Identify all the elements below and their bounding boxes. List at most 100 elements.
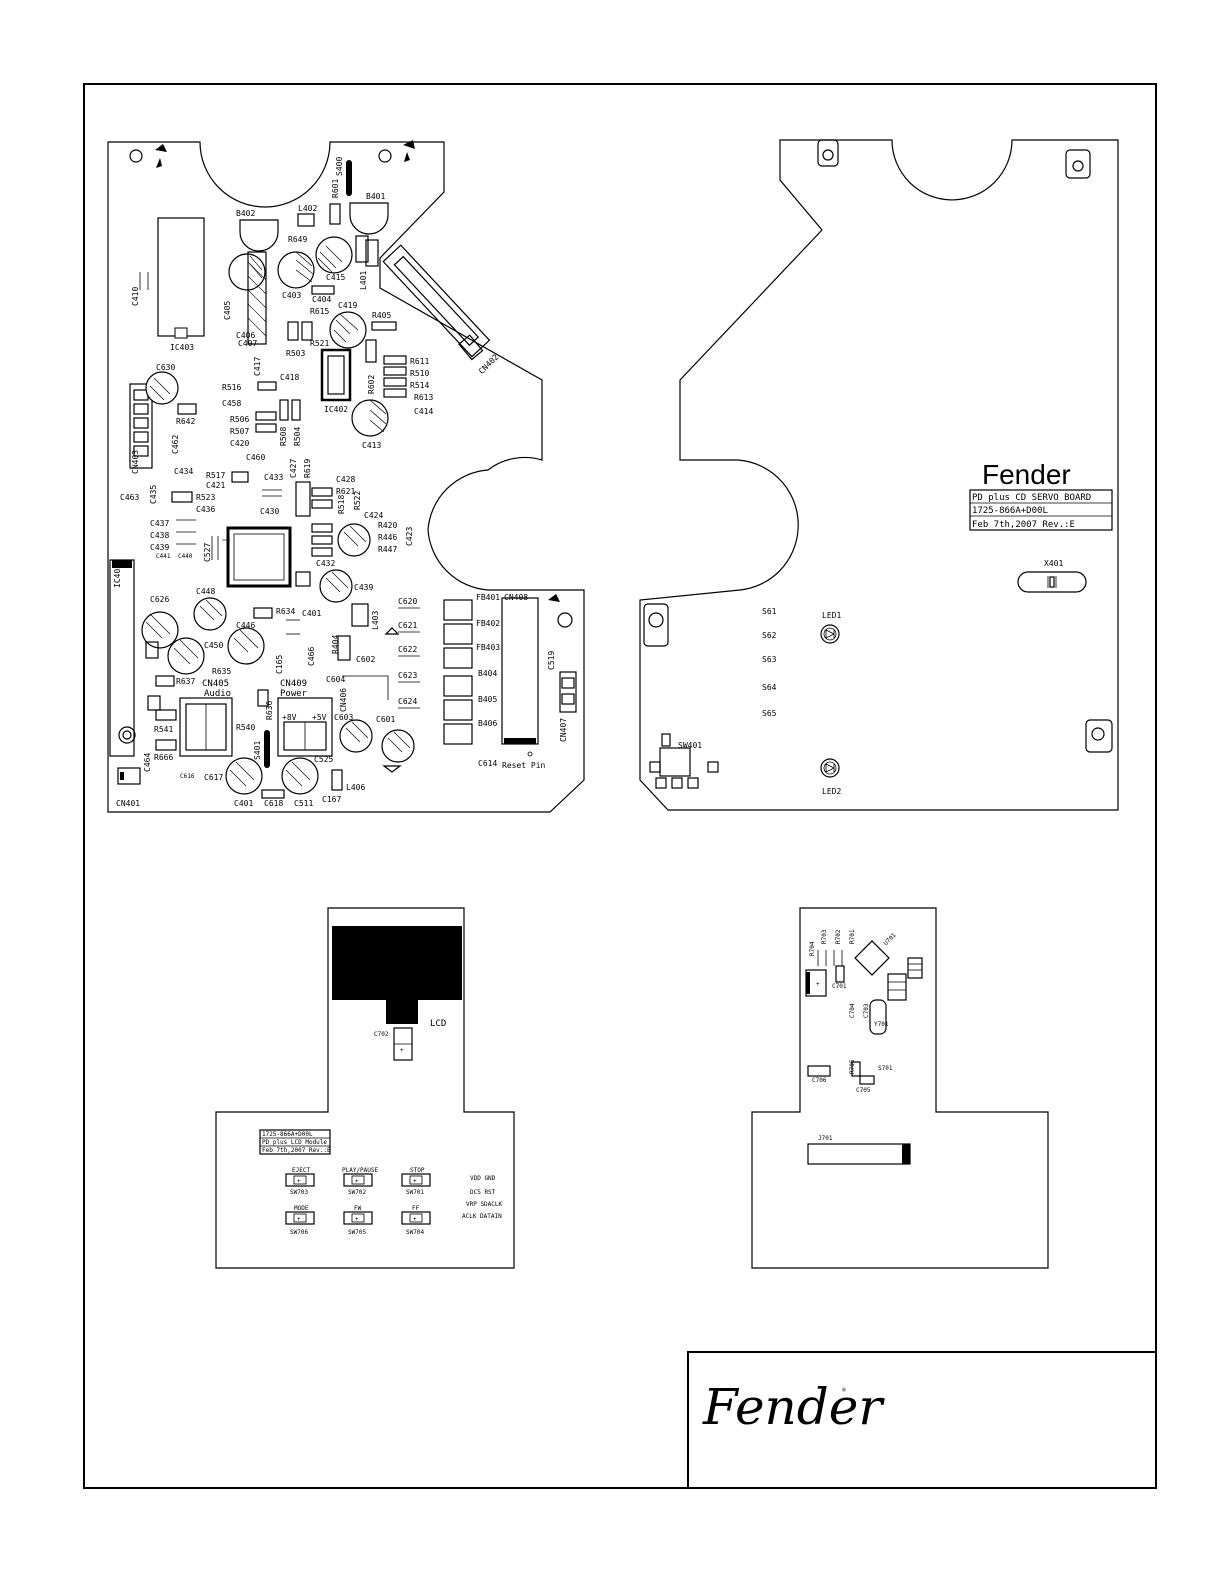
svg-text:S701: S701 <box>878 1065 893 1072</box>
svg-text:C428: C428 <box>336 475 355 484</box>
svg-text:1725-866A+D00L: 1725-866A+D00L <box>972 506 1048 516</box>
svg-text:C460: C460 <box>246 453 265 462</box>
svg-text:R503: R503 <box>286 349 305 358</box>
svg-text:R446: R446 <box>378 533 397 542</box>
svg-text:R649: R649 <box>288 235 307 244</box>
svg-text:S400: S400 <box>335 157 344 176</box>
lcd-board: LCD C702 + 1725-866A+D00L PD plus LCD Mo… <box>215 907 515 1269</box>
svg-text:C438: C438 <box>150 531 169 540</box>
svg-text:C401: C401 <box>234 799 253 808</box>
svg-text:C623: C623 <box>398 671 417 680</box>
svg-text:C462: C462 <box>171 435 180 454</box>
svg-text:IC405: IC405 <box>113 564 122 588</box>
svg-text:C421: C421 <box>206 481 225 490</box>
svg-text:B406: B406 <box>478 719 497 728</box>
svg-text:C404: C404 <box>312 295 331 304</box>
svg-text:C436: C436 <box>196 505 215 514</box>
svg-text:CN409: CN409 <box>280 679 307 689</box>
svg-text:C413: C413 <box>362 441 381 450</box>
svg-text:R517: R517 <box>206 471 225 480</box>
svg-text:SW702: SW702 <box>348 1189 366 1196</box>
svg-text:SW706: SW706 <box>290 1229 308 1236</box>
svg-text:FB401: FB401 <box>476 593 500 602</box>
svg-text:R637: R637 <box>176 677 195 686</box>
svg-text:1725-866A+D00L: 1725-866A+D00L <box>262 1131 313 1138</box>
svg-text:EJECT: EJECT <box>292 1167 310 1174</box>
svg-text:Audio: Audio <box>204 689 231 699</box>
svg-text:C703: C703 <box>863 1003 870 1018</box>
svg-text:C525: C525 <box>314 755 333 764</box>
svg-text:CN408: CN408 <box>504 593 528 602</box>
svg-text:CN407: CN407 <box>559 718 568 742</box>
svg-text:R613: R613 <box>414 393 433 402</box>
svg-text:+: + <box>816 981 820 988</box>
svg-text:S64: S64 <box>762 683 777 692</box>
svg-text:R521: R521 <box>310 339 329 348</box>
svg-text:R666: R666 <box>154 753 173 762</box>
svg-text:C415: C415 <box>326 273 345 282</box>
svg-text:CN405: CN405 <box>202 679 229 689</box>
control-board: R704 R703 R702 R701 U701 + C701 C704 C70… <box>751 907 1049 1269</box>
board-brand: Fender <box>982 459 1071 490</box>
svg-text:R621: R621 <box>336 487 355 496</box>
svg-text:C401: C401 <box>302 609 321 618</box>
svg-text:C419: C419 <box>338 301 357 310</box>
svg-text:R642: R642 <box>176 417 195 426</box>
svg-text:C433: C433 <box>264 473 283 482</box>
svg-text:Power: Power <box>280 689 308 699</box>
svg-text:+: + <box>297 1178 301 1185</box>
svg-text:R420: R420 <box>378 521 397 530</box>
svg-text:LED1: LED1 <box>822 611 841 620</box>
svg-text:R447: R447 <box>378 545 397 554</box>
svg-text:R704: R704 <box>809 941 816 956</box>
svg-text:C439: C439 <box>354 583 373 592</box>
svg-text:C435: C435 <box>149 485 158 504</box>
svg-text:SW701: SW701 <box>406 1189 424 1196</box>
svg-text:C450: C450 <box>204 641 223 650</box>
svg-text:C407: C407 <box>238 339 257 348</box>
svg-text:S61: S61 <box>762 607 777 616</box>
svg-text:Reset Pin: Reset Pin <box>502 761 546 770</box>
svg-text:CN403: CN403 <box>131 450 140 474</box>
svg-text:PD plus LCD Module: PD plus LCD Module <box>262 1139 327 1146</box>
svg-text:C527: C527 <box>203 543 212 562</box>
svg-text:C706: C706 <box>812 1077 827 1084</box>
svg-text:R601: R601 <box>331 179 340 198</box>
svg-text:C406: C406 <box>236 331 255 340</box>
svg-text:C616: C616 <box>180 773 195 780</box>
svg-text:S63: S63 <box>762 655 777 664</box>
svg-text:R516: R516 <box>222 383 241 392</box>
svg-text:+: + <box>413 1216 417 1223</box>
svg-text:C617: C617 <box>204 773 223 782</box>
svg-text:R541: R541 <box>154 725 173 734</box>
title-block: Fender ® <box>687 1351 1157 1489</box>
board-outline-front <box>107 141 585 813</box>
svg-text:PLAY/PAUSE: PLAY/PAUSE <box>342 1167 379 1174</box>
svg-text:C466: C466 <box>307 647 316 666</box>
svg-text:R703: R703 <box>821 929 828 944</box>
svg-text:+: + <box>297 1216 301 1223</box>
svg-text:C618: C618 <box>264 799 283 808</box>
svg-text:ACLK DATAIN: ACLK DATAIN <box>462 1213 502 1220</box>
svg-text:R510: R510 <box>410 369 429 378</box>
svg-text:R611: R611 <box>410 357 429 366</box>
svg-text:VDD GND: VDD GND <box>470 1175 496 1182</box>
svg-text:R522: R522 <box>353 491 362 510</box>
svg-text:C602: C602 <box>356 655 375 664</box>
svg-text:C432: C432 <box>316 559 335 568</box>
svg-text:U701: U701 <box>882 932 897 947</box>
svg-text:CN401: CN401 <box>116 799 140 808</box>
svg-text:VRP SDACLK: VRP SDACLK <box>466 1201 503 1208</box>
servo-board-back: Fender PD plus CD SERVO BOARD 1725-866A+… <box>639 139 1119 811</box>
svg-text:L406: L406 <box>346 783 365 792</box>
svg-text:C704: C704 <box>849 1003 856 1018</box>
svg-text:C705: C705 <box>856 1087 871 1094</box>
svg-text:C458: C458 <box>222 399 241 408</box>
svg-text:B405: B405 <box>478 695 497 704</box>
svg-text:PD plus CD SERVO BOARD: PD plus CD SERVO BOARD <box>972 493 1091 503</box>
svg-text:Feb 7th,2007 Rev.:E: Feb 7th,2007 Rev.:E <box>262 1147 331 1154</box>
svg-text:C441: C441 <box>156 553 171 560</box>
svg-text:B401: B401 <box>366 192 385 201</box>
svg-text:®: ® <box>842 1387 846 1394</box>
svg-text:C464: C464 <box>143 753 152 772</box>
